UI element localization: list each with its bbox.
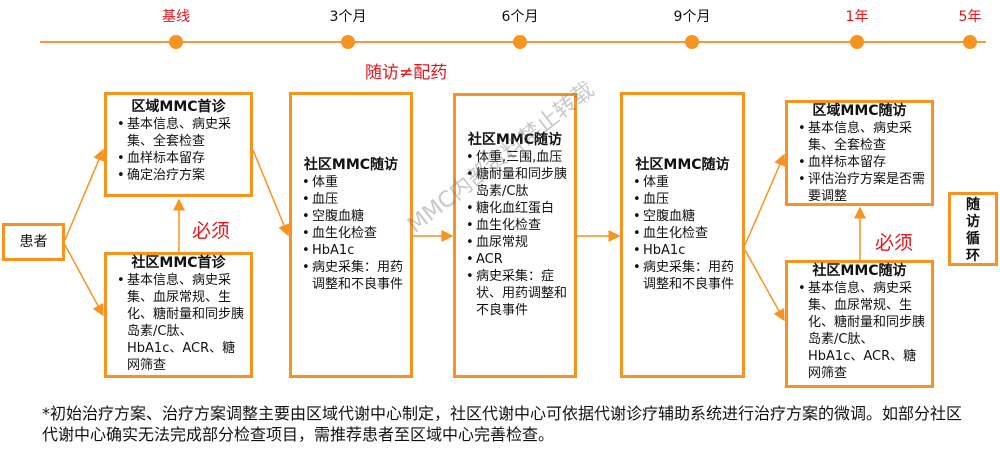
- box-items: 基本信息、病史采集、全套检查血样标本留存确定治疗方案: [113, 116, 244, 184]
- box-item: 空腹血糖: [302, 208, 404, 225]
- box-title: 社区MMC首诊: [131, 255, 226, 271]
- box-item: 基本信息、病史采集、全套检查: [798, 120, 925, 154]
- community-follow-up-box: 社区MMC随访基本信息、病史采集、血尿常规、生化、糖耐量和同步胰岛素/C肽、Hb…: [785, 260, 934, 388]
- patient-label: 患者: [19, 233, 48, 250]
- box-item: 血生化检查: [466, 217, 568, 234]
- must-label-2: 必须: [875, 232, 914, 254]
- box-item: 血样标本留存: [117, 150, 244, 167]
- regional-follow-up-box: 区域MMC随访基本信息、病史采集、全套检查血样标本留存评估治疗方案是否需要调整: [785, 100, 934, 206]
- box-title: 区域MMC随访: [812, 103, 907, 119]
- follow-up-3-month-box: 社区MMC随访体重血压空腹血糖血生化检查HbA1c病史采集：用药调整和不良事件: [289, 92, 413, 378]
- box-item: 基本信息、病史采集、血尿常规、生化、糖耐量和同步胰岛素/C肽、HbA1c、ACR…: [117, 272, 244, 374]
- follow-up-6-month-box: 社区MMC随访体重,三围,血压糖耐量和同步胰岛素/C肽糖化血红蛋白血生化检查血尿…: [453, 93, 577, 378]
- box-item: 体重: [302, 174, 404, 191]
- box-item: 病史采集：用药调整和不良事件: [302, 259, 404, 293]
- cycle-label: 随访循环: [966, 197, 980, 264]
- box-item: 血生化检查: [302, 225, 404, 242]
- timeline-dot: [341, 35, 355, 49]
- timeline-dot: [685, 35, 699, 49]
- box-item: 糖耐量和同步胰岛素/C肽: [466, 166, 568, 200]
- box-item: 确定治疗方案: [117, 167, 244, 184]
- timeline-label: 1年: [845, 9, 869, 25]
- box-item: ACR: [466, 251, 568, 268]
- box-items: 基本信息、病史采集、血尿常规、生化、糖耐量和同步胰岛素/C肽、HbA1c、ACR…: [794, 280, 925, 382]
- box-items: 体重血压空腹血糖血生化检查HbA1c病史采集：用药调整和不良事件: [629, 174, 736, 293]
- box-title: 区域MMC首诊: [131, 99, 226, 115]
- follow-up-cycle-box: 随访循环: [948, 192, 998, 266]
- box-item: 病史采集：用药调整和不良事件: [633, 259, 736, 293]
- box-item: 体重: [633, 174, 736, 191]
- timeline-dot: [850, 35, 864, 49]
- box-items: 体重血压空腹血糖血生化检查HbA1c病史采集：用药调整和不良事件: [298, 174, 404, 293]
- box-item: 血生化检查: [633, 225, 736, 242]
- box-items: 基本信息、病史采集、血尿常规、生化、糖耐量和同步胰岛素/C肽、HbA1c、ACR…: [113, 272, 244, 374]
- timeline-dot: [963, 35, 977, 49]
- box-item: 血压: [633, 191, 736, 208]
- footnote: *初始治疗方案、治疗方案调整主要由区域代谢中心制定，社区代谢中心可依据代谢诊疗辅…: [42, 404, 963, 444]
- timeline-label: 5年: [958, 9, 982, 25]
- timeline-label: 基线: [162, 9, 190, 25]
- box-item: 糖化血红蛋白: [466, 200, 568, 217]
- follow-up-9-month-box: 社区MMC随访体重血压空腹血糖血生化检查HbA1c病史采集：用药调整和不良事件: [620, 92, 745, 378]
- timeline-dot: [513, 35, 527, 49]
- box-item: HbA1c: [302, 242, 404, 259]
- box-item: 血尿常规: [466, 234, 568, 251]
- community-first-visit-box: 社区MMC首诊基本信息、病史采集、血尿常规、生化、糖耐量和同步胰岛素/C肽、Hb…: [104, 252, 253, 378]
- box-items: 体重,三围,血压糖耐量和同步胰岛素/C肽糖化血红蛋白血生化检查血尿常规ACR病史…: [462, 149, 568, 319]
- box-title: 社区MMC随访: [303, 157, 399, 173]
- timeline-dot: [169, 35, 183, 49]
- patient-box: 患者: [2, 223, 65, 261]
- box-title: 社区MMC随访: [635, 157, 730, 173]
- must-label: 必须: [192, 220, 231, 242]
- timeline-label: 9个月: [673, 9, 711, 25]
- timeline-label: 3个月: [329, 9, 367, 25]
- follow-not-dispense-note: 随访≠配药: [365, 63, 448, 83]
- box-item: HbA1c: [633, 242, 736, 259]
- box-item: 体重,三围,血压: [466, 149, 568, 166]
- box-item: 血样标本留存: [798, 154, 925, 171]
- box-item: 病史采集：症状、用药调整和不良事件: [466, 268, 568, 319]
- timeline-label: 6个月: [501, 9, 539, 25]
- box-item: 基本信息、病史采集、全套检查: [117, 116, 244, 150]
- box-item: 评估治疗方案是否需要调整: [798, 171, 925, 205]
- box-item: 血压: [302, 191, 404, 208]
- box-item: 空腹血糖: [633, 208, 736, 225]
- box-item: 基本信息、病史采集、血尿常规、生化、糖耐量和同步胰岛素/C肽、HbA1c、ACR…: [798, 280, 925, 382]
- regional-first-visit-box: 区域MMC首诊基本信息、病史采集、全套检查血样标本留存确定治疗方案: [104, 92, 253, 197]
- box-items: 基本信息、病史采集、全套检查血样标本留存评估治疗方案是否需要调整: [794, 120, 925, 205]
- box-title: 社区MMC随访: [812, 263, 907, 279]
- box-title: 社区MMC随访: [467, 132, 563, 148]
